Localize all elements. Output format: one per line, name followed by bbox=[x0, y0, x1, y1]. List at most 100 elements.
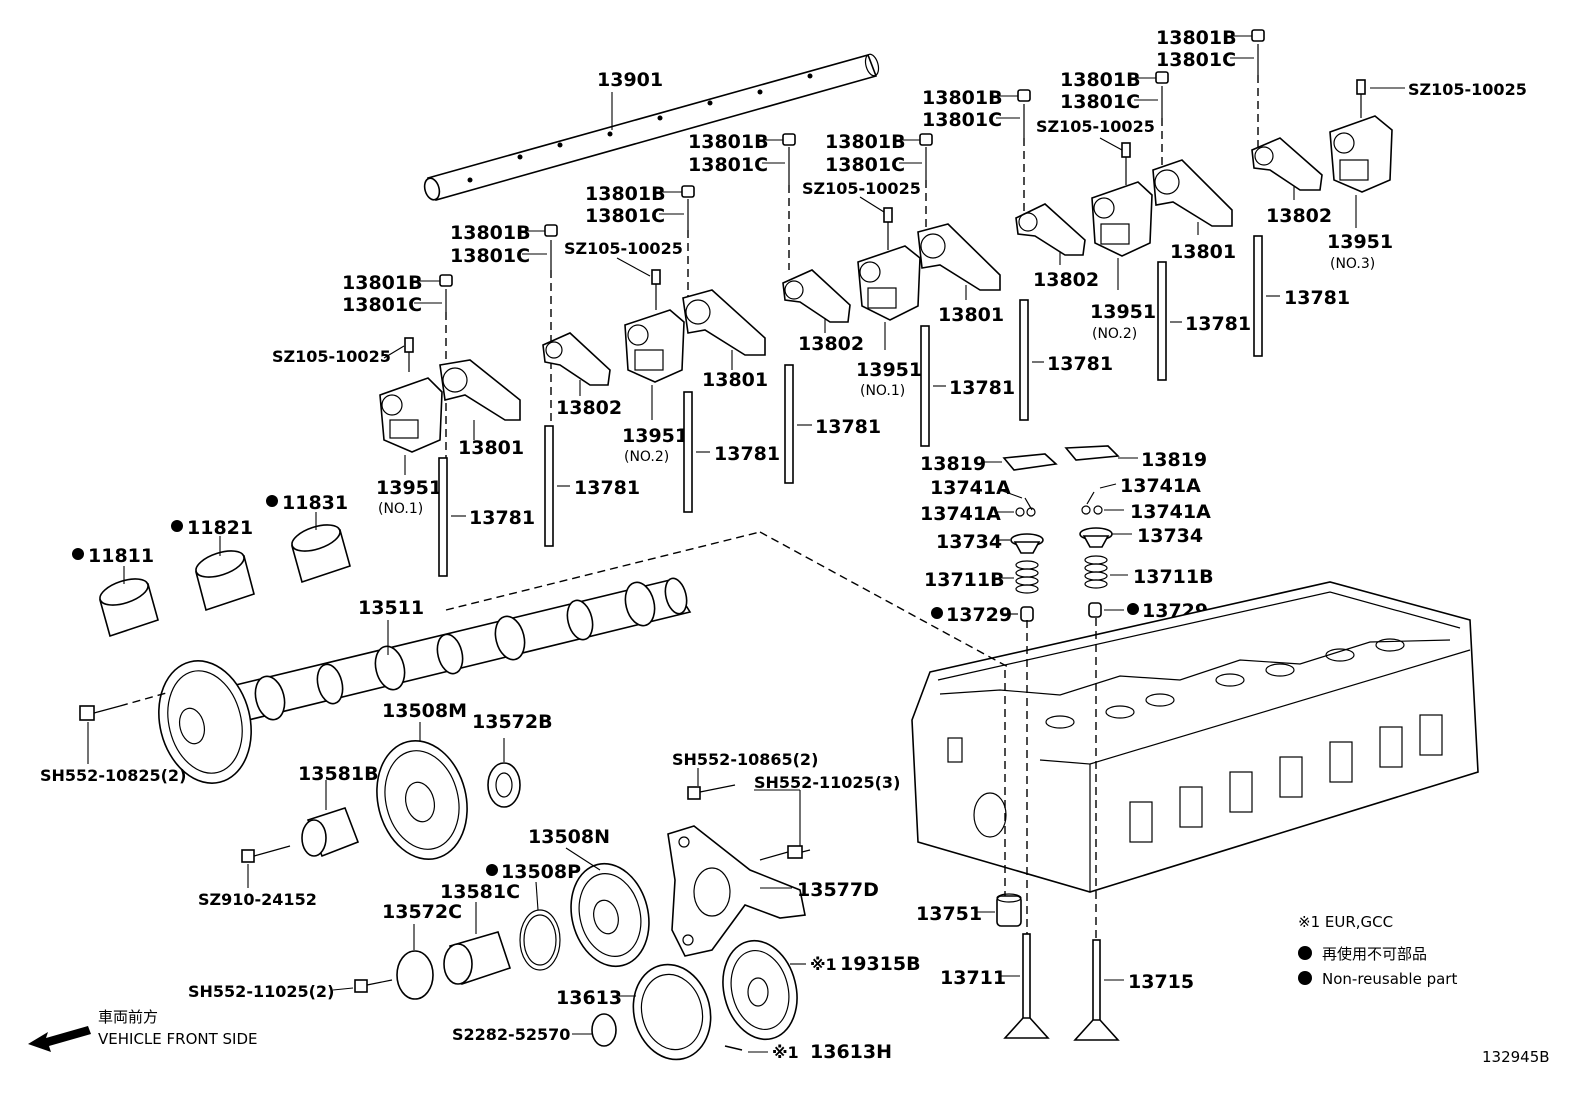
label-13801-g7: 13801 bbox=[1170, 241, 1236, 263]
label-13781-g6: 13781 bbox=[1047, 353, 1113, 375]
label-ref-19315b: ※1 bbox=[810, 955, 837, 974]
cam-bearing-11821[interactable]: 11821 bbox=[171, 517, 255, 612]
label-sh552-11025-3: SH552-11025(3) bbox=[754, 773, 900, 792]
legend: ※1 EUR,GCC 再使用不可部品 Non-reusable part bbox=[1298, 913, 1457, 988]
label-13781-g2: 13781 bbox=[574, 477, 640, 499]
label-13581b: 13581B bbox=[298, 763, 379, 785]
label-13711: 13711 bbox=[940, 967, 1006, 989]
label-13711b-r: 13711B bbox=[1133, 566, 1214, 588]
label-13508p: 13508P bbox=[501, 861, 581, 883]
label-19315b: 19315B bbox=[840, 953, 921, 975]
rocker-group-8[interactable]: 13801B 13801C 13802 13781 SZ105-10025 13… bbox=[1156, 27, 1527, 357]
label-13951-g5: 13951 bbox=[856, 359, 922, 381]
label-13801b-g8: 13801B bbox=[1156, 27, 1237, 49]
label-13511: 13511 bbox=[358, 597, 424, 619]
rocker-group-7[interactable]: 13801B 13801C SZ105-10025 13801 13951 (N… bbox=[1036, 69, 1251, 381]
label-13577d: 13577D bbox=[797, 879, 879, 901]
rocker-group-6[interactable]: 13801B 13801C 13802 13781 bbox=[922, 87, 1113, 421]
bolt-sh552-11025-3[interactable]: SH552-11025(3) bbox=[754, 773, 900, 861]
idle-gear-13508m[interactable]: 13508M bbox=[365, 700, 479, 869]
label-13951-g8: 13951 bbox=[1327, 231, 1393, 253]
label-13801c-g4: 13801C bbox=[688, 154, 768, 176]
label-13801-g5: 13801 bbox=[938, 304, 1004, 326]
valve-train-left[interactable]: 13819 13741A 13741A 13734 13711B 13729 bbox=[920, 453, 1058, 626]
thrust-13572b[interactable]: 13572B bbox=[472, 711, 553, 808]
label-13734-r: 13734 bbox=[1137, 525, 1203, 547]
bolt-sh552-10865[interactable]: SH552-10865(2) bbox=[672, 750, 818, 800]
label-13801c-g2: 13801C bbox=[450, 245, 530, 267]
label-13801c-g3: 13801C bbox=[585, 205, 665, 227]
label-13802-g6: 13802 bbox=[1033, 269, 1099, 291]
label-sz105-g1: SZ105-10025 bbox=[272, 347, 391, 366]
label-front-en: VEHICLE FRONT SIDE bbox=[98, 1030, 258, 1048]
label-13729-l: 13729 bbox=[946, 604, 1012, 626]
label-13801b-g6: 13801B bbox=[922, 87, 1003, 109]
label-13801-g3: 13801 bbox=[702, 369, 768, 391]
rocker-group-5[interactable]: 13801B 13801C SZ105-10025 13801 13951 (N… bbox=[802, 131, 1015, 447]
key-13613h[interactable]: ※1 13613H bbox=[724, 1041, 892, 1063]
bolt-sh552-11025-2[interactable]: SH552-11025(2) bbox=[188, 979, 393, 1001]
label-13781-g8: 13781 bbox=[1284, 287, 1350, 309]
label-13613: 13613 bbox=[556, 987, 622, 1009]
shaft-13581c[interactable]: 13581C bbox=[440, 881, 520, 986]
valve-train-right[interactable]: 13819 13741A 13741A 13734 13711B 13729 bbox=[1064, 445, 1214, 622]
rocker-group-4[interactable]: 13801B 13801C 13802 13781 bbox=[688, 131, 881, 484]
label-13741a-r1: 13741A bbox=[1120, 475, 1201, 497]
label-13741a-l2: 13741A bbox=[920, 503, 1001, 525]
label-13951-g1: 13951 bbox=[376, 477, 442, 499]
gear-19315b[interactable]: ※1 19315B bbox=[713, 933, 921, 1047]
label-11831: 11831 bbox=[282, 492, 348, 514]
label-13801b-g5: 13801B bbox=[825, 131, 906, 153]
bolt-sz910[interactable]: SZ910-24152 bbox=[198, 845, 317, 909]
label-sz105-g7: SZ105-10025 bbox=[1036, 117, 1155, 136]
crank-gear-13613[interactable]: 13613 bbox=[556, 956, 720, 1068]
ring-13508p[interactable]: 13508P bbox=[486, 861, 581, 971]
legend-nonreusable-en: Non-reusable part bbox=[1322, 970, 1457, 988]
label-13819-l: 13819 bbox=[920, 453, 986, 475]
plate-13572c[interactable]: 13572C bbox=[382, 901, 462, 1000]
label-13801b-g3: 13801B bbox=[585, 183, 666, 205]
label-13801b-g2: 13801B bbox=[450, 222, 531, 244]
label-13801c-g8: 13801C bbox=[1156, 49, 1236, 71]
rocker-shaft-13901[interactable]: 13901 bbox=[422, 53, 881, 202]
cylinder-head bbox=[911, 581, 1479, 893]
label-13801b-g4: 13801B bbox=[688, 131, 769, 153]
rocker-group-3[interactable]: 13801B 13801C SZ105-10025 13801 13951 (N… bbox=[564, 183, 780, 513]
shaft-13581b[interactable]: 13581B bbox=[298, 763, 379, 858]
label-no2-g3: (NO.2) bbox=[624, 449, 669, 465]
label-13781-g3: 13781 bbox=[714, 443, 780, 465]
label-sz105-g8: SZ105-10025 bbox=[1408, 80, 1527, 99]
label-13801c-g5: 13801C bbox=[825, 154, 905, 176]
label-sz105-g3: SZ105-10025 bbox=[564, 239, 683, 258]
idle-gear-13508n[interactable]: 13508N bbox=[528, 826, 659, 975]
label-13572c: 13572C bbox=[382, 901, 462, 923]
label-13801b: 13801B bbox=[342, 272, 423, 294]
label-sh552-11025-2: SH552-11025(2) bbox=[188, 982, 334, 1001]
rocker-group-1[interactable]: 13801B 13801C SZ105-10025 13801 13951 (N… bbox=[272, 272, 535, 577]
part-s2282[interactable]: S2282-52570 bbox=[452, 1013, 617, 1047]
label-13734-l: 13734 bbox=[936, 531, 1002, 553]
intake-valve-13711[interactable]: 13711 bbox=[940, 933, 1050, 1039]
label-13901: 13901 bbox=[597, 69, 663, 91]
exhaust-valve-13715[interactable]: 13715 bbox=[1073, 939, 1194, 1041]
cam-bolt[interactable]: SH552-10825(2) bbox=[40, 691, 186, 785]
legend-region: ※1 EUR,GCC bbox=[1298, 913, 1393, 931]
label-13781-g1: 13781 bbox=[469, 507, 535, 529]
cam-bearing-11831[interactable]: 11831 bbox=[266, 492, 351, 584]
label-ref-13613h: ※1 bbox=[772, 1043, 799, 1062]
label-sz910: SZ910-24152 bbox=[198, 890, 317, 909]
legend-nonreusable-jp: 再使用不可部品 bbox=[1322, 945, 1427, 963]
label-13802-g8: 13802 bbox=[1266, 205, 1332, 227]
camshaft-13511[interactable]: 13511 bbox=[146, 576, 692, 793]
label-13802-g2: 13802 bbox=[556, 397, 622, 419]
label-no1: (NO.1) bbox=[378, 501, 423, 517]
label-13819-r: 13819 bbox=[1141, 449, 1207, 471]
lifter-13751[interactable]: 13751 bbox=[916, 893, 1022, 927]
label-13801c-g7: 13801C bbox=[1060, 91, 1140, 113]
rocker-group-2[interactable]: 13801B 13801C 13802 13781 bbox=[450, 222, 640, 547]
label-13581c: 13581C bbox=[440, 881, 520, 903]
bracket-13577d[interactable]: 13577D bbox=[667, 825, 879, 957]
vehicle-front-arrow-icon: 車両前方 VEHICLE FRONT SIDE bbox=[28, 1008, 258, 1052]
cam-bearing-11811[interactable]: 11811 bbox=[72, 545, 159, 638]
